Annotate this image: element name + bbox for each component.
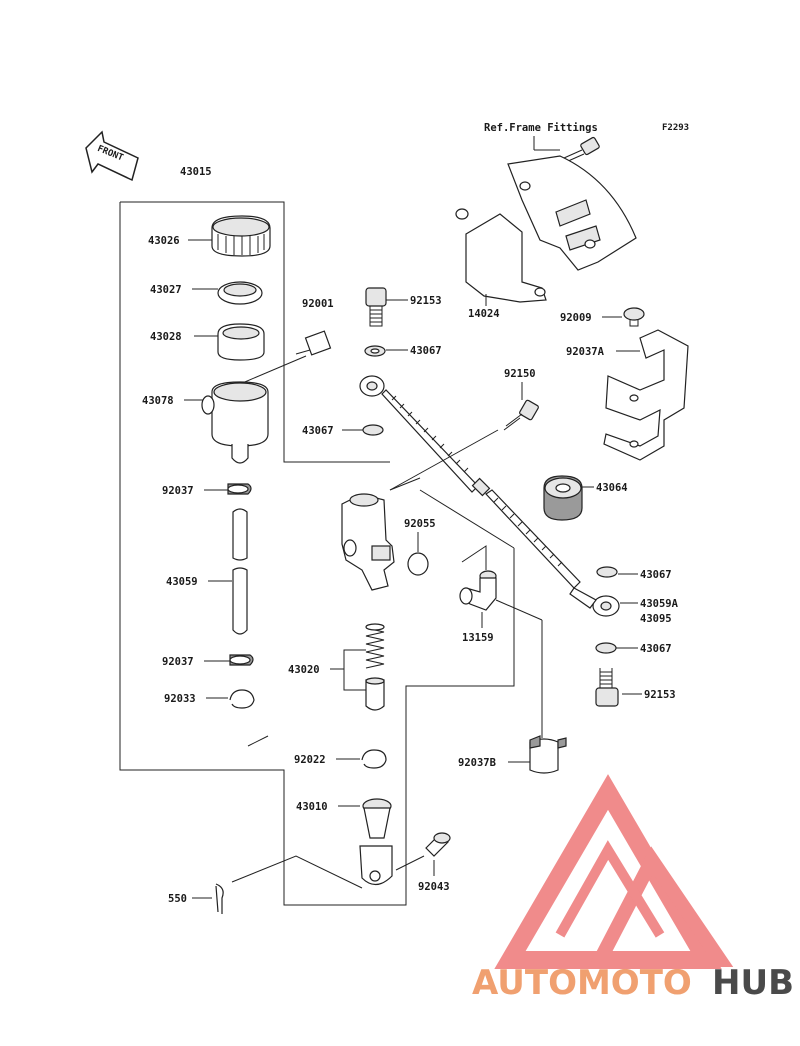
reservoir-cap bbox=[211, 215, 271, 257]
front-arrow-icon: FRONT bbox=[85, 130, 139, 182]
label-92055: 92055 bbox=[404, 518, 436, 530]
hose-clamp-a bbox=[227, 483, 252, 495]
hose-clamp-92037B bbox=[529, 735, 567, 774]
heel-guard bbox=[455, 155, 637, 303]
grommet bbox=[543, 475, 583, 521]
leader-43020 bbox=[330, 649, 366, 691]
banjo-fitting-top bbox=[359, 375, 385, 397]
label-43067-d: 43067 bbox=[640, 643, 672, 655]
label-43078: 43078 bbox=[142, 395, 174, 407]
fluid-reservoir bbox=[201, 381, 269, 464]
label-92022: 92022 bbox=[294, 754, 326, 766]
label-92043: 92043 bbox=[418, 881, 450, 893]
leader-13159-a bbox=[461, 545, 487, 570]
banjo-bolt-top bbox=[365, 287, 387, 327]
label-92150: 92150 bbox=[504, 368, 536, 380]
label-92037-b: 92037 bbox=[162, 656, 194, 668]
watermark-text-automoto: AUTOMOTO bbox=[472, 963, 692, 1003]
label-92001: 92001 bbox=[302, 298, 334, 310]
label-43028: 43028 bbox=[150, 331, 182, 343]
label-43059: 43059 bbox=[166, 576, 198, 588]
label-43010: 43010 bbox=[296, 801, 328, 813]
leader-550-b bbox=[231, 855, 363, 889]
label-43067-c: 43067 bbox=[640, 569, 672, 581]
label-43064: 43064 bbox=[596, 482, 628, 494]
hose-joint-13159 bbox=[459, 570, 497, 611]
label-92037A: 92037A bbox=[566, 346, 605, 358]
hose-clamp-b bbox=[229, 654, 254, 666]
washer-43067-b bbox=[362, 424, 384, 436]
diaphragm-plate bbox=[217, 281, 263, 305]
reservoir-hose bbox=[232, 508, 248, 635]
leader-cyl-13159 bbox=[419, 489, 515, 549]
logo-triangle-inner bbox=[588, 846, 734, 967]
frame-bolt-icon bbox=[563, 136, 600, 163]
circlip-92033 bbox=[229, 689, 255, 709]
spring-piston-kit bbox=[365, 623, 385, 711]
leader-92150-b bbox=[389, 429, 499, 491]
ref-note: Ref.Frame Fittings bbox=[484, 122, 598, 134]
washer-43067-c bbox=[596, 566, 618, 578]
bolt-92150 bbox=[503, 399, 539, 431]
label-43059A: 43059A bbox=[640, 598, 679, 610]
label-92153-a: 92153 bbox=[410, 295, 442, 307]
banjo-bolt-bottom bbox=[595, 668, 619, 707]
label-550: 550 bbox=[168, 893, 187, 905]
label-92153-b: 92153 bbox=[644, 689, 676, 701]
brake-hose bbox=[381, 389, 581, 589]
label-43015: 43015 bbox=[180, 166, 212, 178]
label-43067-b: 43067 bbox=[302, 425, 334, 437]
cotter-pin bbox=[215, 883, 224, 914]
leader-92001 bbox=[239, 355, 307, 385]
leader-break bbox=[247, 735, 269, 747]
screw-92009 bbox=[623, 307, 645, 327]
label-13159: 13159 bbox=[462, 632, 494, 644]
circlip-92022 bbox=[361, 749, 387, 769]
hose-bracket bbox=[603, 329, 689, 461]
label-43095: 43095 bbox=[640, 613, 672, 625]
watermark-text-hub: HUB bbox=[712, 963, 794, 1003]
push-rod bbox=[359, 798, 393, 886]
label-92037-a: 92037 bbox=[162, 485, 194, 497]
label-43027: 43027 bbox=[150, 284, 182, 296]
label-92037B: 92037B bbox=[458, 757, 496, 769]
leader-92043-b bbox=[395, 855, 425, 871]
bolt-92001 bbox=[295, 330, 332, 356]
leader-13159-b bbox=[495, 599, 543, 621]
banjo-fitting-bottom bbox=[569, 587, 620, 617]
bracket-43015-side bbox=[119, 202, 515, 906]
washer-43067-d bbox=[595, 642, 617, 654]
o-ring-92055 bbox=[407, 552, 429, 576]
logo-m-stroke bbox=[555, 840, 665, 938]
label-14024: 14024 bbox=[468, 308, 500, 320]
diaphragm bbox=[217, 323, 265, 361]
label-43020: 43020 bbox=[288, 664, 320, 676]
label-92033: 92033 bbox=[164, 693, 196, 705]
figure-code: F2293 bbox=[662, 123, 689, 133]
label-92009: 92009 bbox=[560, 312, 592, 324]
watermark-logo bbox=[494, 774, 734, 969]
label-43067-a: 43067 bbox=[410, 345, 442, 357]
master-cylinder-body bbox=[341, 493, 395, 591]
label-43026: 43026 bbox=[148, 235, 180, 247]
bracket-43015-top bbox=[120, 201, 390, 463]
leader-cyl-hose bbox=[389, 477, 421, 491]
washer-hole-a bbox=[370, 348, 380, 354]
clevis-pin bbox=[425, 832, 451, 857]
